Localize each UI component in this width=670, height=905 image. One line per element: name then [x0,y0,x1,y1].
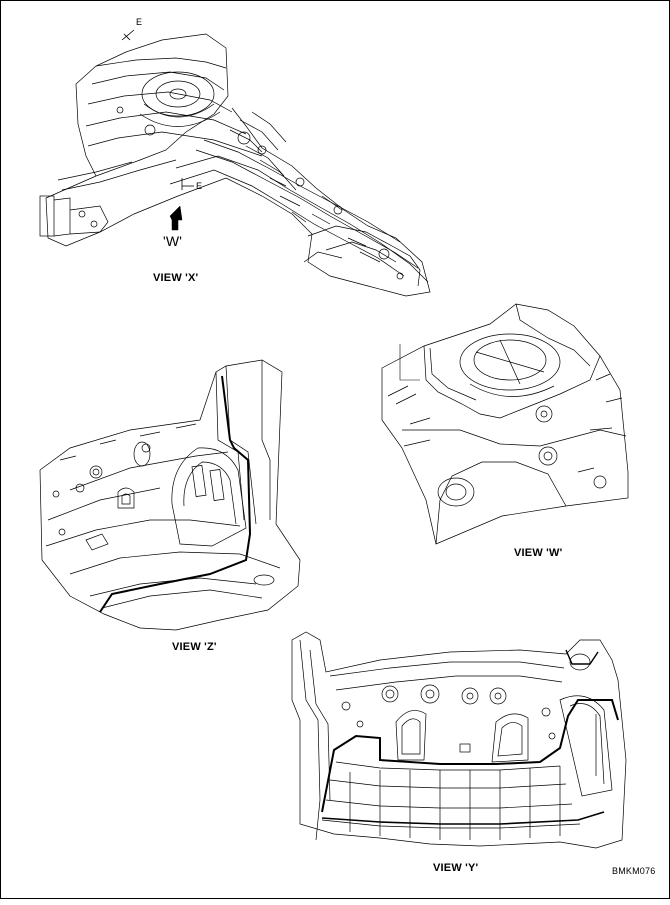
view-w-arrow-shape [169,205,183,231]
view-w-drawing [381,303,629,545]
view-x-label: VIEW 'X' [153,272,199,284]
view-y-label: VIEW 'Y' [433,862,479,874]
section-marker-e-top: E [136,17,143,27]
view-z-label: VIEW 'Z' [172,641,217,653]
view-z-drawing [39,359,301,631]
figure-code: BMKM076 [612,866,656,876]
view-y-drawing [291,631,627,849]
section-marker-e-mid: E [196,181,203,191]
view-w-label: VIEW 'W' [514,547,563,559]
view-x-drawing [39,29,431,297]
view-w-arrow-label: 'W' [163,233,183,249]
